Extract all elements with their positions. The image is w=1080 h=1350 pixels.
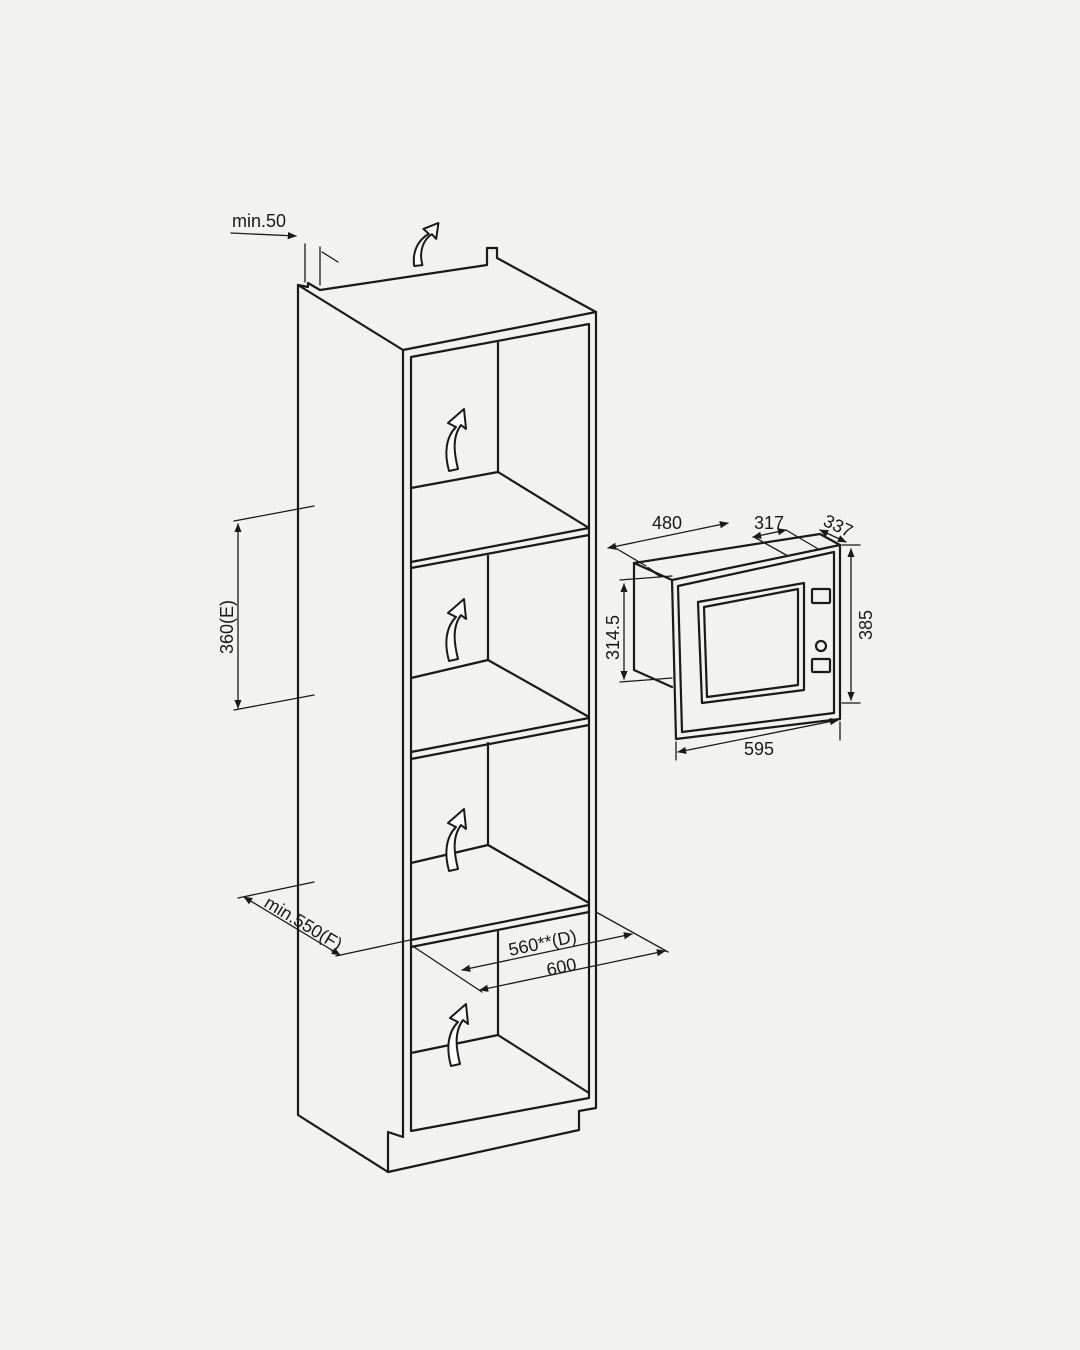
dimension-385: 385 [841, 544, 876, 704]
airflow-arrow-icon [445, 408, 467, 472]
compartment-1 [409, 341, 591, 570]
airflow-arrow-icon [447, 1003, 469, 1067]
compartment-2 [409, 554, 591, 761]
dimension-560d: 560**(D) [410, 911, 669, 993]
display-panel [810, 587, 832, 605]
dimension-min50: min.50 [230, 211, 339, 286]
label-min550f: min.550(F) [261, 892, 346, 954]
dimension-min550f: min.550(F) [237, 881, 411, 957]
airflow-arrow-icon [412, 221, 440, 268]
label-314-5: 314.5 [603, 615, 623, 660]
airflow-arrow-icon [445, 598, 467, 662]
label-480: 480 [652, 513, 682, 533]
dimension-360e: 360(E) [217, 505, 315, 711]
control-knob [814, 639, 828, 653]
dimension-317: 317 [752, 513, 821, 557]
label-385: 385 [856, 610, 876, 640]
label-600: 600 [545, 954, 579, 980]
dimension-600: 600 [479, 949, 666, 992]
dimension-314-5: 314.5 [603, 575, 673, 683]
airflow-arrows [412, 221, 469, 1067]
label-360e: 360(E) [217, 600, 237, 654]
built-in-microwave [632, 532, 842, 741]
dimension-480: 480 [607, 513, 729, 567]
label-317: 317 [754, 513, 784, 533]
label-595: 595 [744, 739, 774, 759]
compartment-3 [409, 741, 591, 949]
button-panel [810, 657, 832, 674]
label-min50: min.50 [232, 211, 286, 231]
dimension-595: 595 [675, 718, 841, 761]
tall-cabinet [296, 246, 598, 1174]
airflow-arrow-icon [445, 808, 467, 872]
